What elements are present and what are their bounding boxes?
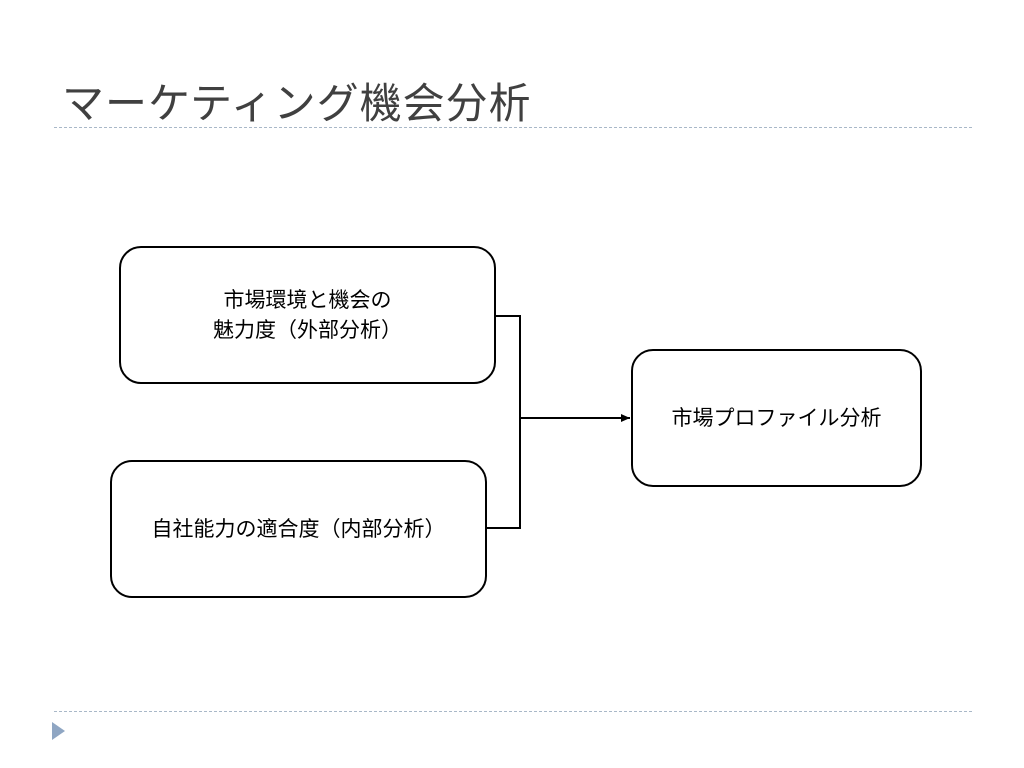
play-triangle-icon (52, 722, 65, 740)
external-analysis-label: 市場環境と機会の 魅力度（外部分析） (213, 288, 402, 342)
external-analysis-box: 市場環境と機会の 魅力度（外部分析） (119, 246, 496, 384)
footer-divider (54, 711, 972, 712)
internal-analysis-label: 自社能力の適合度（内部分析） (151, 517, 446, 541)
title-divider (54, 127, 972, 128)
connector-external (496, 315, 521, 418)
internal-analysis-box: 自社能力の適合度（内部分析） (110, 460, 487, 598)
market-profile-label: 市場プロファイル分析 (671, 406, 882, 430)
market-profile-box: 市場プロファイル分析 (631, 349, 922, 487)
connector-internal (487, 418, 521, 529)
slide-title: マーケティング機会分析 (62, 79, 532, 128)
